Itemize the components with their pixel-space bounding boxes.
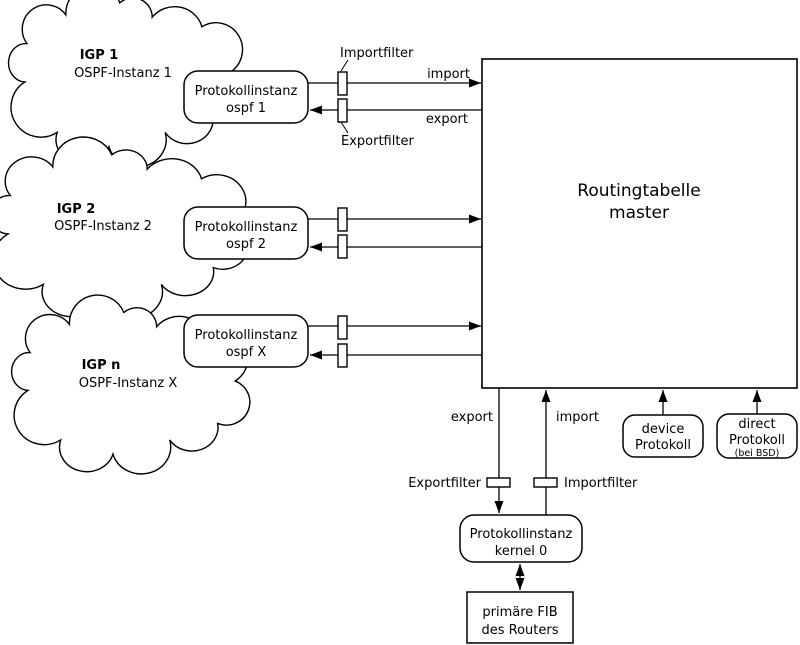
- direct-protocol-note: (bei BSD): [735, 448, 780, 459]
- exportfilter-pointer-line: [340, 121, 349, 134]
- routing-table-line1: Routingtabelle: [577, 181, 700, 201]
- kernel-import-filter-icon: [533, 477, 558, 488]
- export-top-label: export: [426, 112, 468, 127]
- cloud-igp-n-subtitle: OSPF-Instanz X: [79, 376, 178, 391]
- ospf-2-box-line2: ospf 2: [226, 237, 266, 252]
- cloud-igp-n-title: IGP n: [82, 358, 121, 373]
- device-protocol-line1: device: [642, 422, 685, 437]
- ospf-x-box-line2: ospf X: [226, 345, 267, 360]
- ospf-1-box-line1: Protokollinstanz: [195, 84, 298, 99]
- protocol-instance-ospf-2-box: [183, 206, 309, 260]
- ospf-x-box-line1: Protokollinstanz: [195, 328, 298, 343]
- exportfilter-top-label: Exportfilter: [341, 134, 414, 149]
- ospf-1-box-line2: ospf 1: [226, 101, 266, 116]
- kernel-export-filter-icon: [486, 477, 511, 488]
- export-filter-2-icon: [337, 234, 348, 259]
- kernel-instance-box: [459, 514, 583, 563]
- importfilter-pointer-line: [340, 59, 349, 72]
- importfilter-bottom-label: Importfilter: [564, 476, 638, 491]
- fib-box-line2: des Routers: [481, 623, 558, 638]
- export-filter-3-icon: [337, 343, 348, 368]
- filter-icons: [337, 71, 558, 488]
- import-filter-1-icon: [337, 71, 348, 96]
- routing-table-line2: master: [609, 203, 669, 223]
- device-protocol-line2: Protokoll: [635, 438, 691, 453]
- fib-box: [466, 591, 574, 644]
- direct-protocol-line1: direct: [738, 417, 775, 432]
- cloud-igp-2-subtitle: OSPF-Instanz 2: [54, 219, 152, 234]
- export-filter-1-icon: [337, 98, 348, 123]
- import-bottom-label: import: [556, 410, 599, 425]
- kernel-box-line1: Protokollinstanz: [470, 527, 573, 542]
- cloud-igp-1-title: IGP 1: [80, 48, 119, 63]
- ospf-2-box-line1: Protokollinstanz: [195, 220, 298, 235]
- direct-protocol-line2: Protokoll: [729, 433, 785, 448]
- import-filter-2-icon: [337, 207, 348, 232]
- protocol-instance-ospf-x-box: [183, 314, 309, 368]
- kernel-box-line2: kernel 0: [495, 544, 547, 559]
- cloud-igp-1-subtitle: OSPF-Instanz 1: [74, 66, 172, 81]
- routing-table-master-box: [481, 58, 798, 389]
- fib-box-line1: primäre FIB: [482, 605, 557, 620]
- import-filter-3-icon: [337, 315, 348, 340]
- protocol-instance-ospf-1-box: [183, 70, 309, 124]
- importfilter-top-label: Importfilter: [340, 46, 414, 61]
- import-top-label: import: [427, 67, 470, 82]
- cloud-igp-2-title: IGP 2: [57, 202, 96, 217]
- exportfilter-bottom-label: Exportfilter: [408, 476, 481, 491]
- export-bottom-label: export: [451, 410, 493, 425]
